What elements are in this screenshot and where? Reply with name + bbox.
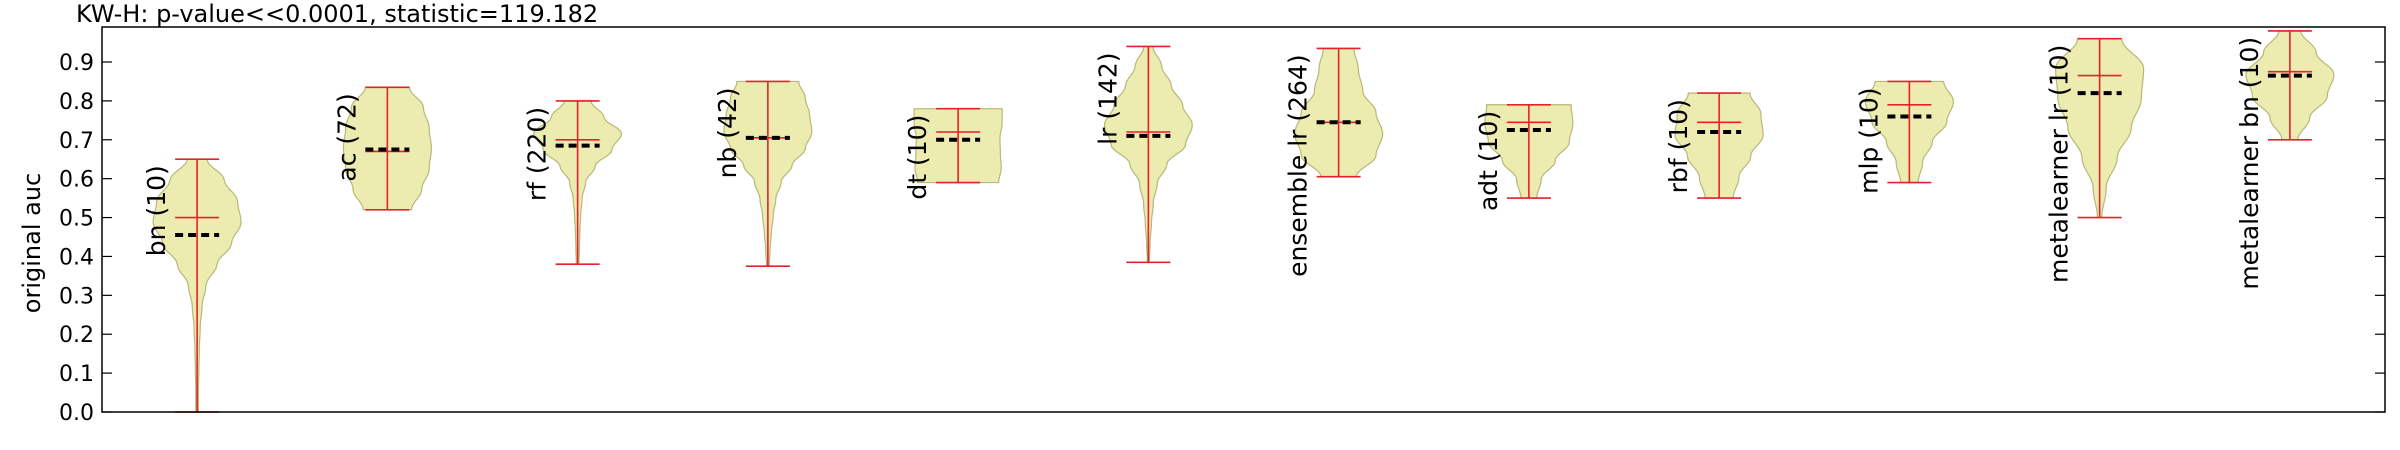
category-label-7: adt (10) — [1474, 111, 1503, 211]
violin-0 — [152, 158, 242, 413]
violin-10 — [2055, 37, 2145, 219]
violin-9 — [1864, 80, 1954, 184]
y-tick-label-6: 0.6 — [59, 168, 94, 193]
violin-6 — [1294, 47, 1384, 178]
category-label-11: metalearner bn (10) — [2235, 37, 2264, 290]
chart-title: KW-H: p-value<<0.0001, statistic=119.182 — [76, 0, 598, 28]
category-label-3: nb (42) — [713, 87, 742, 178]
category-label-6: ensemble lr (264) — [1284, 54, 1313, 277]
category-label-9: mlp (10) — [1854, 87, 1883, 193]
plot-frame — [101, 26, 2386, 413]
category-label-4: dt (10) — [903, 115, 932, 200]
violin-1 — [342, 86, 432, 211]
violin-3 — [723, 80, 813, 267]
category-label-0: bn (10) — [142, 165, 171, 256]
violin-7 — [1484, 103, 1574, 199]
violin-4 — [913, 107, 1003, 184]
category-label-8: rbf (10) — [1664, 99, 1693, 193]
y-tick-label-0: 0.0 — [59, 401, 94, 426]
category-labels: bn (10) ac (72) rf (220) nb (42) dt (10) lr (… — [142, 37, 2264, 290]
violin-2 — [532, 100, 623, 266]
y-tick-label-8: 0.8 — [59, 90, 94, 115]
y-tick-label-3: 0.3 — [59, 284, 94, 309]
y-tick-label-2: 0.2 — [59, 323, 94, 348]
y-tick-label-5: 0.5 — [59, 207, 94, 232]
violin-5 — [1103, 45, 1193, 264]
y-axis-label: original auc — [18, 173, 46, 313]
violins-layer — [152, 30, 2335, 413]
category-label-10: metalearner lr (10) — [2045, 45, 2074, 283]
y-tick-label-1: 0.1 — [59, 362, 94, 387]
y-tick-label-7: 0.7 — [59, 129, 94, 154]
y-ticks: 0.0 0.1 0.2 0.3 0.4 0.5 0.6 0.7 0.8 0.9 — [59, 51, 2385, 426]
violin-8 — [1674, 92, 1764, 199]
y-tick-label-4: 0.4 — [59, 245, 94, 270]
category-label-2: rf (220) — [523, 107, 552, 201]
category-label-5: lr (142) — [1093, 52, 1122, 144]
category-label-1: ac (72) — [332, 93, 361, 181]
y-tick-label-9: 0.9 — [59, 51, 94, 76]
violin-11 — [2245, 30, 2335, 141]
